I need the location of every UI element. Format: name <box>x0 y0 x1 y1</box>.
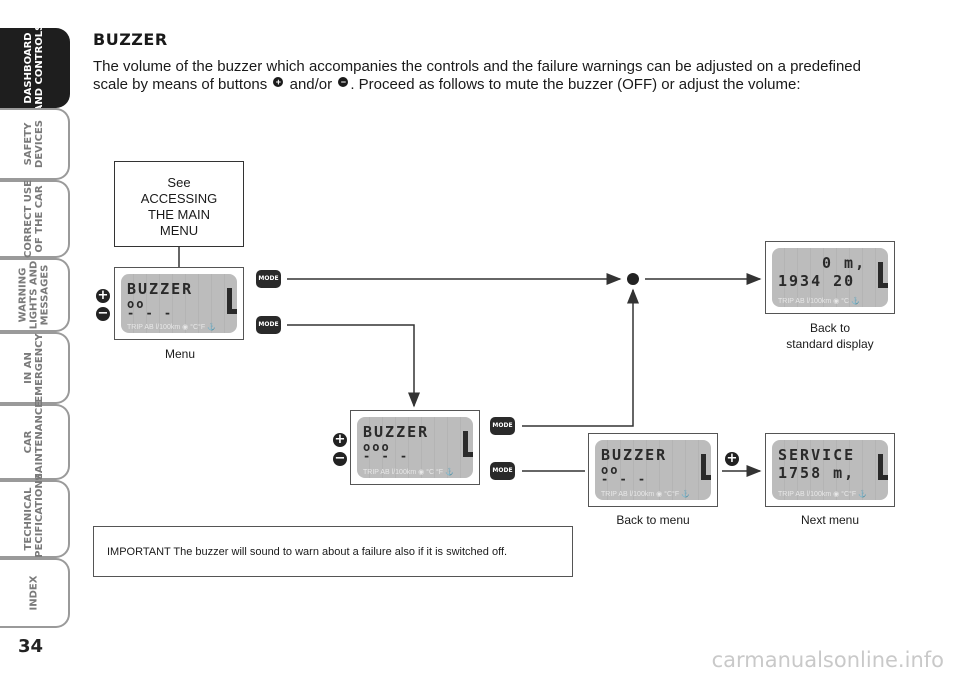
minus-icon: − <box>338 77 349 87</box>
section-heading: BUZZER <box>93 30 168 49</box>
see-accessing-main-menu-box: See ACCESSING THE MAIN MENU <box>114 161 244 247</box>
menu-caption: Menu <box>164 347 196 361</box>
back-to-menu-display: BUZZER oo - - - TRIP AB l/100km ◉ °C°F ⚓ <box>588 433 718 507</box>
mode1-button[interactable]: MODE 1 <box>490 462 515 492</box>
page-number: 34 <box>18 636 44 657</box>
minus-button-icon[interactable]: − <box>96 306 110 321</box>
plus-button-icon[interactable]: + <box>725 451 739 466</box>
standard-display-caption: Back to standard display <box>786 321 874 351</box>
back-to-menu-caption: Back to menu <box>616 513 690 527</box>
next-menu-caption: Next menu <box>800 513 860 527</box>
intro-paragraph: The volume of the buzzer which accompani… <box>93 58 861 93</box>
plus-button-icon[interactable]: + <box>333 432 347 447</box>
mode2-button[interactable]: MODE 2 <box>256 270 281 300</box>
plus-icon: + <box>273 77 284 87</box>
mode2-button[interactable]: MODE 2 <box>490 417 515 447</box>
important-note: IMPORTANT The buzzer will sound to warn … <box>93 526 573 577</box>
tab-index[interactable]: INDEX <box>0 558 70 628</box>
standard-display: 0 m, 1934 20 TRIP AB l/100km ◉ °C ⚓ <box>765 241 895 314</box>
plus-button-icon[interactable]: + <box>96 288 110 303</box>
next-menu-display: SERVICE 1758 m, TRIP AB l/100km ◉ °C°F ⚓ <box>765 433 895 507</box>
menu-display: BUZZER oo - - - TRIP AB l/100km ◉ °C°F ⚓ <box>114 267 244 340</box>
minus-button-icon[interactable]: − <box>333 451 347 466</box>
buzzer-adjust-display: BUZZER ooo - - - TRIP AB l/100km ◉ °C °F… <box>350 410 480 485</box>
watermark: carmanualsonline.info <box>711 648 944 672</box>
mode1-button[interactable]: MODE 1 <box>256 316 281 346</box>
